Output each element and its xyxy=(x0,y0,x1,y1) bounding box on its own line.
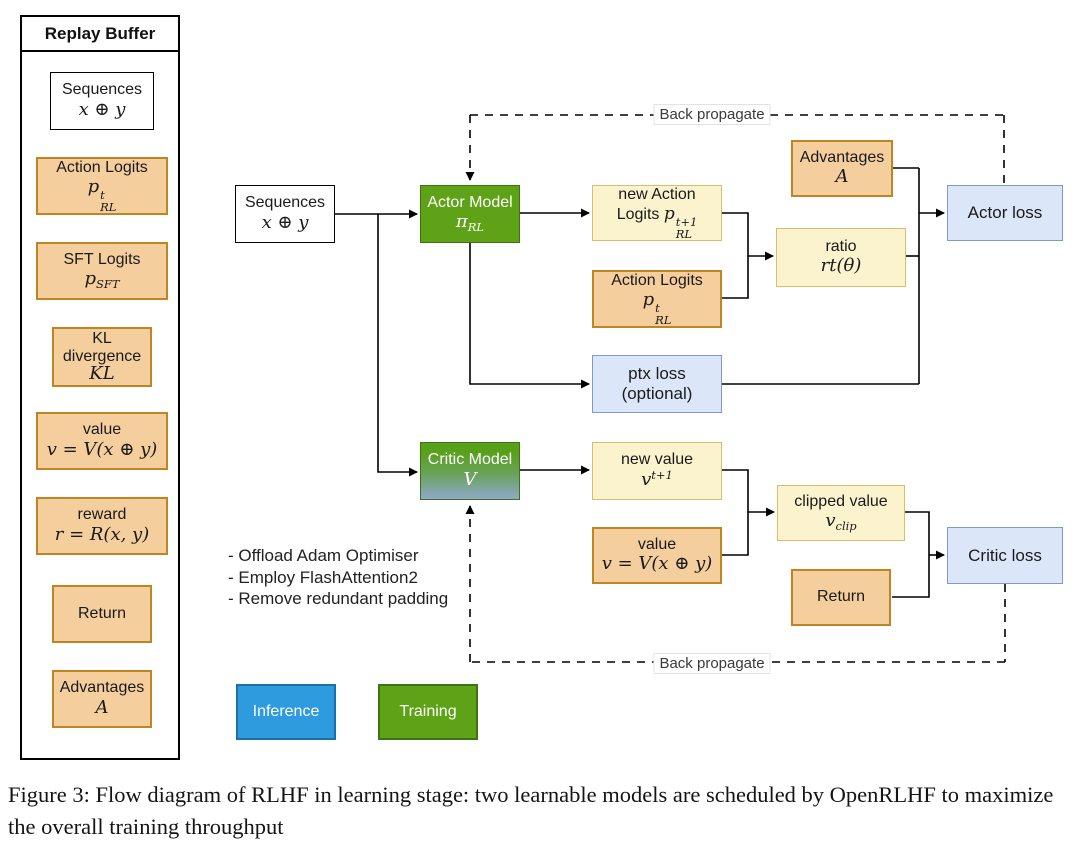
node-actor-loss: Actor loss xyxy=(947,185,1063,241)
node-new-value: new value vt+1 xyxy=(592,442,722,500)
node-value: value v = V(x ⊕ y) xyxy=(592,527,722,584)
replay-buffer-title: Replay Buffer xyxy=(22,17,178,52)
replay-item-return: Return xyxy=(52,585,152,643)
node-return: Return xyxy=(791,569,891,626)
node-actor-model: Actor Model πRL xyxy=(420,185,520,243)
replay-item-reward: reward r = R(x, y) xyxy=(36,497,168,555)
flow-edges-layer xyxy=(335,114,1006,663)
node-clipped-value: clipped value vclip xyxy=(777,485,905,541)
node-ratio: ratio rt(θ) xyxy=(776,228,906,287)
replay-buffer-panel: Replay Buffer Sequences x ⊕ y Action Log… xyxy=(20,15,180,760)
back-propagate-label-bottom: Back propagate xyxy=(653,653,771,674)
replay-item-kl-divergence: KL divergence KL xyxy=(52,327,152,387)
legend-training: Training xyxy=(378,684,478,740)
replay-item-sequences: Sequences x ⊕ y xyxy=(50,72,154,130)
optimization-notes: - Offload Adam Optimiser - Employ FlashA… xyxy=(228,545,448,610)
legend-inference: Inference xyxy=(236,684,336,740)
node-advantages: Advantages A xyxy=(791,140,893,197)
note-line: - Offload Adam Optimiser xyxy=(228,546,419,565)
replay-item-sft-logits: SFT Logits pSFT xyxy=(36,242,168,300)
note-line: - Remove redundant padding xyxy=(228,589,449,608)
back-propagate-label-top: Back propagate xyxy=(653,104,771,125)
replay-item-value: value v = V(x ⊕ y) xyxy=(36,412,168,470)
figure-caption: Figure 3: Flow diagram of RLHF in learni… xyxy=(8,782,1054,839)
note-line: - Employ FlashAttention2 xyxy=(228,567,418,587)
node-ptx-loss: ptx loss (optional) xyxy=(592,355,722,413)
replay-item-advantages: Advantages A xyxy=(52,670,152,728)
node-critic-model: Critic Model V xyxy=(420,442,520,500)
node-sequences: Sequences x ⊕ y xyxy=(235,185,335,243)
node-critic-loss: Critic loss xyxy=(947,527,1063,584)
